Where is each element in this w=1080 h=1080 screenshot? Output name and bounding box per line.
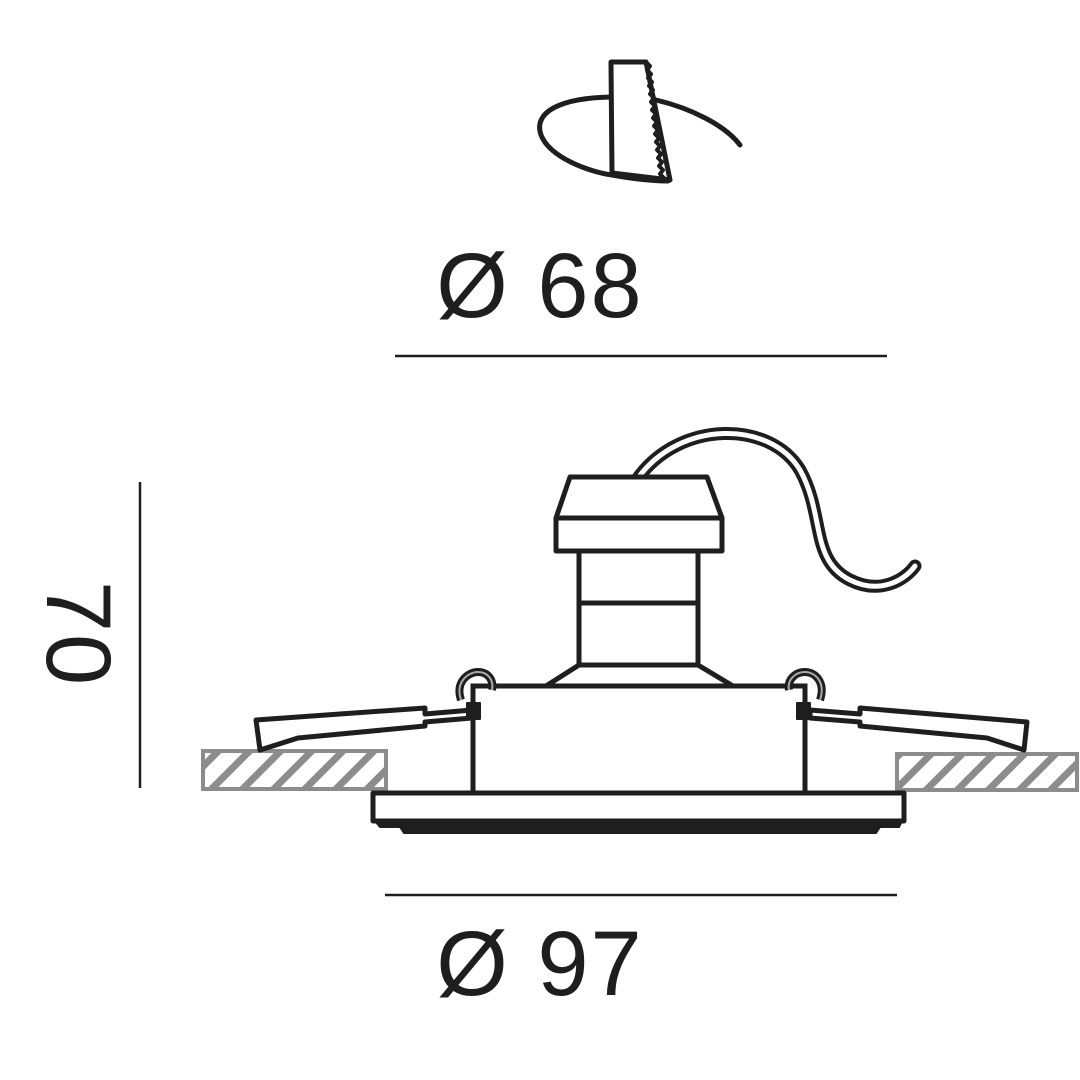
socket-column [543,548,736,689]
supply-cable [631,426,922,593]
spring-clip-left [253,668,497,753]
ceiling-left [201,749,388,791]
cutout-diameter-label: Ø 68 [436,235,644,337]
ceiling-right [895,752,1079,792]
housing-body [470,683,808,792]
hole-saw-cutout-icon [537,59,743,184]
trim-flange [370,790,907,834]
outer-diameter-label: Ø 97 [436,913,644,1015]
spring-clip-right [784,668,1030,753]
height-label: 70 [27,580,129,688]
transformer-cap [553,474,725,554]
